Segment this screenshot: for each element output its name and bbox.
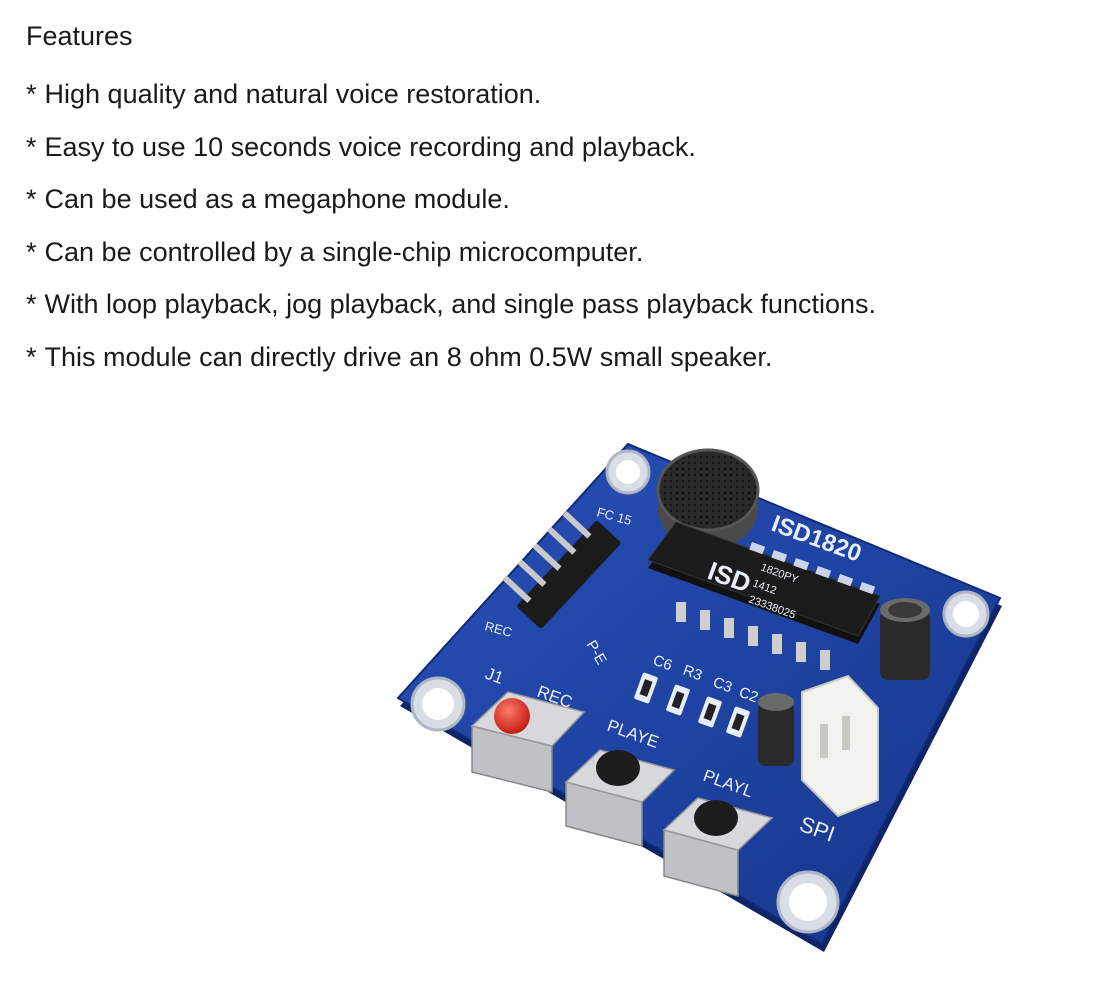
smd-components bbox=[634, 672, 750, 738]
isd1820-module-photo: ISD 1820PY 1412 23338025 ISD1820 bbox=[380, 430, 1020, 970]
feature-item: *Can be used as a megaphone module. bbox=[26, 184, 510, 214]
rec-button[interactable]: REC bbox=[470, 682, 586, 793]
features-list: *High quality and natural voice restorat… bbox=[26, 68, 876, 383]
feature-item: *High quality and natural voice restorat… bbox=[26, 79, 542, 109]
silk-r3: R3 bbox=[681, 662, 705, 685]
electrolytic-capacitor-large bbox=[880, 598, 930, 680]
feature-item: *Can be controlled by a single-chip micr… bbox=[26, 236, 644, 267]
red-led bbox=[494, 698, 530, 734]
silk-c2: C2 bbox=[737, 684, 761, 707]
features-section: Features *High quality and natural voice… bbox=[26, 16, 876, 383]
pin-header bbox=[502, 511, 621, 629]
silk-c3: C3 bbox=[711, 674, 735, 697]
features-heading: Features bbox=[26, 21, 133, 51]
feature-item: *This module can directly drive an 8 ohm… bbox=[26, 341, 773, 372]
silk-rec-side: REC bbox=[483, 618, 513, 640]
smd-pads bbox=[749, 542, 876, 595]
electrolytic-capacitor-small bbox=[758, 693, 794, 766]
feature-item: *Easy to use 10 seconds voice recording … bbox=[26, 131, 696, 162]
feature-item: *With loop playback, jog playback, and s… bbox=[26, 289, 876, 319]
board-illustration: ISD 1820PY 1412 23338025 ISD1820 bbox=[396, 442, 1002, 952]
silk-c6: C6 bbox=[651, 652, 675, 675]
speaker-connector bbox=[801, 674, 879, 818]
mounting-holes bbox=[410, 449, 990, 934]
silk-j1: J1 bbox=[483, 664, 506, 688]
